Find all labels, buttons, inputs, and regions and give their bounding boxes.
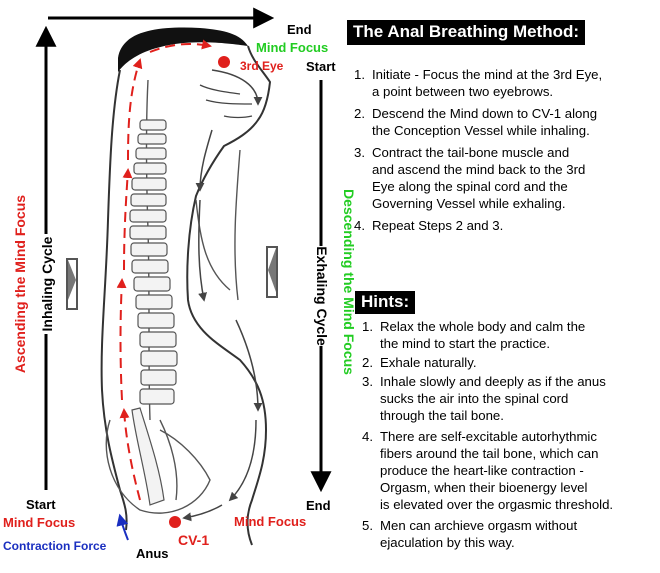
cv1-dot [169,516,181,528]
hint-item-line: There are self-excitable autorhythmic [380,429,597,444]
method-step: 3. Contract the tail-bone muscle and and a… [354,144,654,212]
hint-item-line: Orgasm, when their bioenergy level [380,480,588,495]
anus-label: Anus [136,546,169,561]
method-step-line: and ascend the mind back to the 3rd [372,162,586,177]
hint-item-line: ejaculation by this way. [380,535,515,550]
contraction-force-label: Contraction Force [3,539,107,553]
hint-item-line: Exhale naturally. [380,355,477,370]
hint-item-line: Inhale slowly and deeply as if the anus [380,374,606,389]
start-left-label: Start [26,497,56,512]
pelvis-shape [105,419,211,514]
exhaling-indicator [266,246,278,298]
hint-item-line: produce the heart-like contraction - [380,463,584,478]
method-step: 2. Descend the Mind down to CV-1 along the… [354,105,654,139]
method-title: The Anal Breathing Method: [347,20,586,45]
hint-item-number: 3. [362,374,373,389]
hints-list: 1. Relax the whole body and calm the the m… [362,318,658,551]
end-top-label: End [287,22,312,37]
method-step-line: Descend the Mind down to CV-1 along [372,106,598,121]
method-step-number: 4. [354,218,365,233]
mind-focus-bottom-label: Mind Focus [234,514,307,529]
cv1-label: CV-1 [178,532,210,548]
end-right-label: End [306,498,331,513]
hint-item-line: is elevated over the orgasmic threshold. [380,497,614,512]
hints-title: Hints: [355,291,416,314]
start-right-label: Start [306,59,336,74]
hint-item-line: sucks the air into the spinal cord [380,391,569,406]
mind-focus-left-label: Mind Focus [3,515,76,530]
hint-item-line: Relax the whole body and calm the [380,319,586,334]
face-detail [199,84,253,119]
hint-item: 5. Men can archieve orgasm without ejacula… [362,517,658,551]
mind-focus-top-label: Mind Focus [256,40,329,55]
hint-item-line: through the tail bone. [380,408,504,423]
method-step: 4. Repeat Steps 2 and 3. [354,217,654,234]
method-steps-list: 1. Initiate - Focus the mind at the 3rd E… [354,66,654,234]
hint-item: 1. Relax the whole body and calm the the m… [362,318,658,352]
hint-item: 4. There are self-excitable autorhythmic f… [362,428,658,513]
hint-item-line: the mind to start the practice. [380,336,551,351]
method-step-number: 1. [354,67,365,82]
head-hair-shape [118,27,248,73]
descending-path-arrows [182,69,263,522]
method-step-line: Governing Vessel while exhaling. [372,196,566,211]
hint-item-number: 2. [362,355,373,370]
method-step: 1. Initiate - Focus the mind at the 3rd E… [354,66,654,100]
body-outline [100,45,272,546]
inhaling-label: Inhaling Cycle [39,234,55,334]
hint-item-number: 4. [362,429,373,444]
method-step-number: 2. [354,106,365,121]
method-step-line: Contract the tail-bone muscle and [372,145,570,160]
contraction-force-arrow [116,513,129,541]
method-step-line: the Conception Vessel while inhaling. [372,123,590,138]
ascending-path-arrows [116,39,212,501]
method-step-line: Eye along the spinal cord and the [372,179,568,194]
exhaling-label: Exhaling Cycle [314,246,330,346]
inhaling-indicator [66,258,78,310]
hint-item-number: 5. [362,518,373,533]
method-step-line: a point between two eyebrows. [372,84,554,99]
third-eye-dot [218,56,230,68]
method-step-number: 3. [354,145,365,160]
spine-column [129,119,178,506]
method-step-line: Initiate - Focus the mind at the 3rd Eye… [372,67,603,82]
hint-item-line: fibers around the tail bone, which can [380,446,599,461]
method-step-line: Repeat Steps 2 and 3. [372,218,504,233]
hint-item: 2. Exhale naturally. [362,354,658,371]
ascending-label: Ascending the Mind Focus [12,194,28,374]
hint-item-number: 1. [362,319,373,334]
hint-item: 3. Inhale slowly and deeply as if the anu… [362,373,658,424]
third-eye-label: 3rd Eye [240,59,284,73]
hint-item-line: Men can archieve orgasm without [380,518,578,533]
